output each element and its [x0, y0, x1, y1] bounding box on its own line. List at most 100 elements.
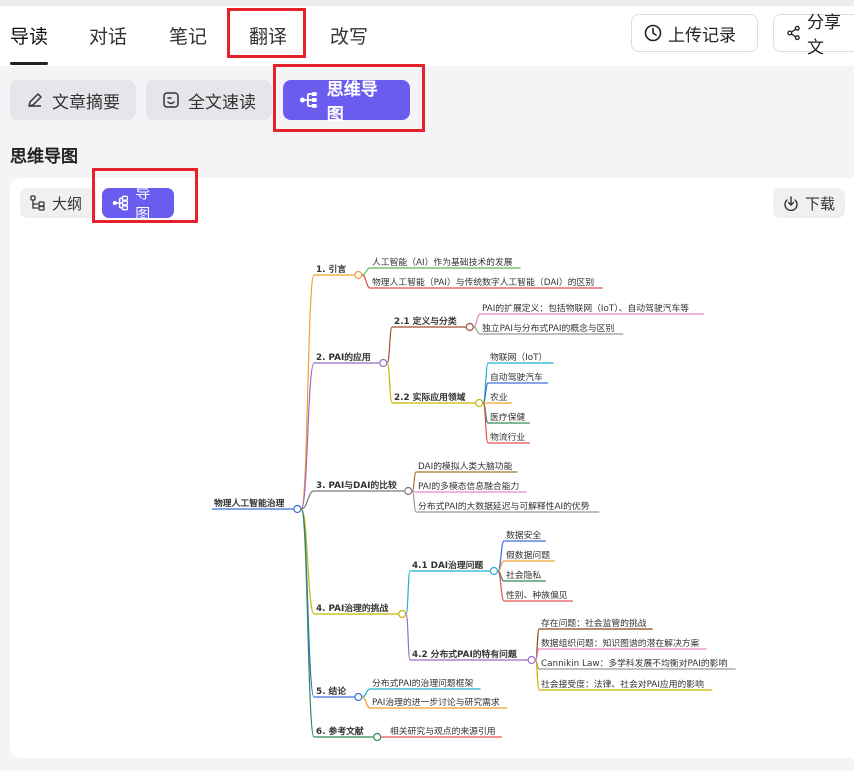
mindmap-leaf: 相关研究与观点的来源引用: [390, 725, 496, 737]
mindmap-leaf: PAI的扩展定义：包括物联网（IoT）、自动驾驶汽车等: [482, 302, 689, 314]
subtab-summary[interactable]: 文章摘要: [10, 80, 136, 120]
mindmap-leaf: PAI治理的进一步讨论与研究需求: [372, 696, 500, 708]
mindmap-icon: [299, 92, 317, 108]
pencil-icon: [28, 93, 42, 107]
map-view-label: 导图: [135, 184, 151, 223]
active-tab-indicator: [10, 62, 48, 65]
mindmap-leaf: 存在问题：社会监管的挑战: [541, 617, 647, 629]
mindmap-link: [473, 326, 481, 335]
mindmap-branch: 3. PAI与DAI的比较: [316, 479, 397, 491]
mindmap-node-toggle[interactable]: [475, 398, 484, 408]
mindmap-leaf: 物理人工智能（PAI）与传统数字人工智能（DAI）的区别: [372, 276, 594, 288]
mindmap-panel: 大纲 导图 下载: [10, 178, 854, 758]
mindmap-node-toggle[interactable]: [354, 692, 363, 702]
mindmap-node-toggle[interactable]: [293, 504, 302, 514]
mindmap-link: [362, 267, 371, 276]
download-icon: [784, 196, 798, 211]
clock-icon: [644, 24, 662, 42]
download-button[interactable]: 下载: [773, 188, 845, 218]
mindmap-subbranch: 2.1 定义与分类: [394, 315, 457, 327]
mindmap-node-toggle[interactable]: [373, 732, 382, 742]
quick-read-icon: [163, 92, 179, 108]
map-view-button[interactable]: 导图: [102, 184, 174, 223]
mindmap-leaf: 分布式PAI的大数据延迟与可解释性AI的优势: [418, 500, 590, 512]
mindmap-subbranch: 4.1 DAI治理问题: [412, 559, 483, 571]
mindmap-node-toggle[interactable]: [379, 358, 388, 368]
mindmap-leaf: 假数据问题: [506, 549, 550, 561]
mindmap-link: [300, 274, 315, 510]
mindmap-branch: 4. PAI治理的挑战: [316, 602, 388, 614]
mindmap-link: [300, 508, 315, 738]
mindmap-leaf: 农业: [490, 391, 508, 403]
mindmap-subbranch: 4.2 分布式PAI的特有问题: [412, 648, 517, 660]
mindmap-leaf: DAI的模拟人类大脑功能: [418, 460, 513, 472]
mindmap-link: [362, 274, 371, 289]
mindmap-subbranch: 2.2 实际应用领域: [394, 391, 466, 403]
mindmap-branch: 5. 结论: [316, 685, 346, 697]
tab-rewrite[interactable]: 改写: [330, 26, 369, 48]
mindmap-link: [411, 471, 417, 492]
mindmap-link: [386, 326, 393, 364]
mindmap-leaf: 性别、种族偏见: [506, 589, 568, 601]
mindmap-link: [301, 490, 315, 510]
mindmap-leaf: 医疗保健: [490, 411, 525, 423]
mindmap-link: [497, 570, 505, 602]
mindmap-node-toggle[interactable]: [398, 609, 407, 619]
outline-view-button[interactable]: 大纲: [20, 188, 96, 218]
mindmap-icon: [112, 195, 129, 211]
top-strip: [0, 0, 854, 6]
mindmap-link: [405, 570, 411, 615]
subtab-summary-label: 文章摘要: [52, 92, 120, 113]
mindmap-node-toggle[interactable]: [465, 322, 474, 332]
download-label: 下载: [805, 194, 836, 213]
share-label: 分享文: [807, 13, 842, 58]
mindmap-link: [411, 490, 417, 513]
mindmap-leaf: PAI的多模态信息融合能力: [418, 480, 519, 492]
outline-icon: [30, 195, 45, 211]
tab-notes[interactable]: 笔记: [169, 26, 208, 48]
mindmap-node-toggle[interactable]: [489, 566, 499, 576]
mindmap-leaf: 数据组织问题：知识图谱的潜在解决方案: [541, 637, 700, 649]
mindmap-link: [362, 696, 371, 709]
mindmap-link: [300, 362, 315, 510]
subtab-mindmap[interactable]: 思维导图: [283, 80, 410, 125]
subtab-mindmap-label: 思维导图: [326, 80, 378, 125]
mindmap-leaf: 人工智能（AI）作为基础技术的发展: [372, 256, 513, 268]
mindmap-node-toggle[interactable]: [354, 270, 363, 280]
mindmap-leaf: 分布式PAI的治理问题框架: [372, 677, 474, 689]
share-icon: [787, 25, 800, 41]
mindmap-link: [362, 688, 371, 698]
mindmap-link: [473, 313, 481, 328]
tab-chat[interactable]: 对话: [89, 26, 128, 48]
sub-tabs: 文章摘要 全文速读 思维导图: [0, 66, 854, 136]
mindmap-branch: 2. PAI的应用: [316, 351, 371, 363]
mindmap-node-toggle[interactable]: [527, 655, 536, 665]
mindmap-root: 物理人工智能治理: [214, 497, 285, 509]
section-title: 思维导图: [10, 147, 78, 167]
mindmap-leaf: 社会隐私: [506, 569, 541, 581]
mindmap-link: [535, 659, 540, 691]
subtab-quick-read[interactable]: 全文速读: [146, 80, 272, 120]
share-button[interactable]: 分享文: [773, 13, 854, 58]
mindmap-leaf: 数据安全: [506, 529, 541, 541]
tab-translate[interactable]: 翻译: [249, 26, 288, 48]
mindmap-leaf: 社会接受度：法律、社会对PAI应用的影响: [541, 678, 704, 690]
outline-view-label: 大纲: [52, 194, 83, 213]
subtab-quick-read-label: 全文速读: [188, 92, 256, 113]
mindmap-link: [482, 402, 489, 444]
mindmap-branch: 1. 引言: [316, 263, 346, 275]
mindmap-link: [386, 362, 393, 404]
mindmap-leaf: 自动驾驶汽车: [490, 371, 543, 383]
mindmap-leaf: 物流行业: [490, 431, 525, 443]
mindmap-leaf: 独立PAI与分布式PAI的概念与区别: [482, 322, 614, 334]
mindmap-leaf: Cannikin Law：多学科发展不均衡对PAI的影响: [541, 657, 727, 669]
mindmap-leaf: 物联网（IoT）: [490, 351, 547, 363]
mindmap-node-toggle[interactable]: [404, 486, 413, 496]
mindmap-branch: 6. 参考文献: [316, 725, 364, 737]
mindmap-link: [405, 613, 411, 661]
main-tabs: 导读 对话 笔记 翻译 改写 上传记录 分享文: [0, 6, 854, 66]
upload-history-label: 上传记录: [668, 25, 736, 46]
tab-guide[interactable]: 导读: [10, 26, 49, 48]
upload-history-button[interactable]: 上传记录: [631, 14, 758, 52]
